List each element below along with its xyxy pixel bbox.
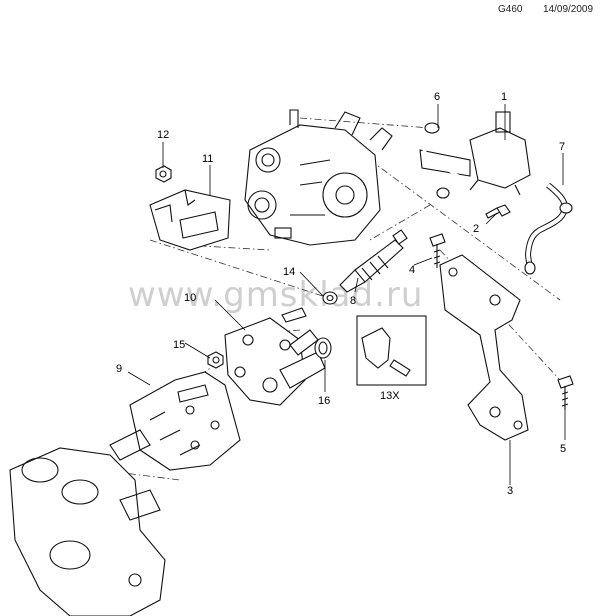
callout-12: 12	[157, 129, 169, 141]
callout-4: 4	[409, 264, 415, 276]
callout-11: 11	[202, 153, 213, 165]
diagram-code: G460	[498, 4, 523, 15]
callout-labels: 1 2 3 4 5 6 7 8 9 10 11 12 13X 14 15 16	[116, 91, 566, 497]
part-14-washer	[322, 291, 338, 305]
part-15-nut	[207, 351, 224, 369]
injection-pump	[244, 109, 393, 246]
callout-14: 14	[283, 266, 295, 278]
callout-16: 16	[318, 395, 330, 407]
part-1-rail-assembly	[419, 111, 531, 196]
part-10-flange	[224, 307, 326, 406]
part-13x-kit-box	[356, 315, 427, 386]
callout-3: 3	[507, 485, 513, 497]
exhaust-manifold	[9, 429, 166, 616]
leader-lines	[127, 104, 566, 485]
part-12-nut	[155, 165, 172, 183]
part-9-gasket	[129, 371, 241, 471]
callout-2: 2	[473, 223, 479, 235]
callout-10: 10	[184, 292, 196, 304]
watermark: www.gmsklad.ru	[128, 275, 423, 315]
diagram-date: 14/09/2009	[543, 4, 594, 15]
part-4-bolt	[429, 233, 446, 268]
callout-15: 15	[173, 339, 185, 351]
callout-7: 7	[559, 141, 565, 153]
part-6-pipe	[421, 122, 468, 199]
part-16-clamp	[314, 337, 332, 359]
callout-9: 9	[116, 363, 122, 375]
part-2-bolt	[485, 204, 511, 219]
callout-6: 6	[434, 91, 440, 103]
part-5-bolt	[557, 375, 574, 410]
callout-8: 8	[350, 295, 356, 307]
part-3-bracket	[439, 254, 529, 441]
callout-13x: 13X	[380, 390, 400, 402]
callout-5: 5	[560, 443, 566, 455]
part-11-bracket	[149, 189, 231, 251]
callout-1: 1	[501, 91, 507, 103]
part-7-pipe	[524, 182, 573, 275]
